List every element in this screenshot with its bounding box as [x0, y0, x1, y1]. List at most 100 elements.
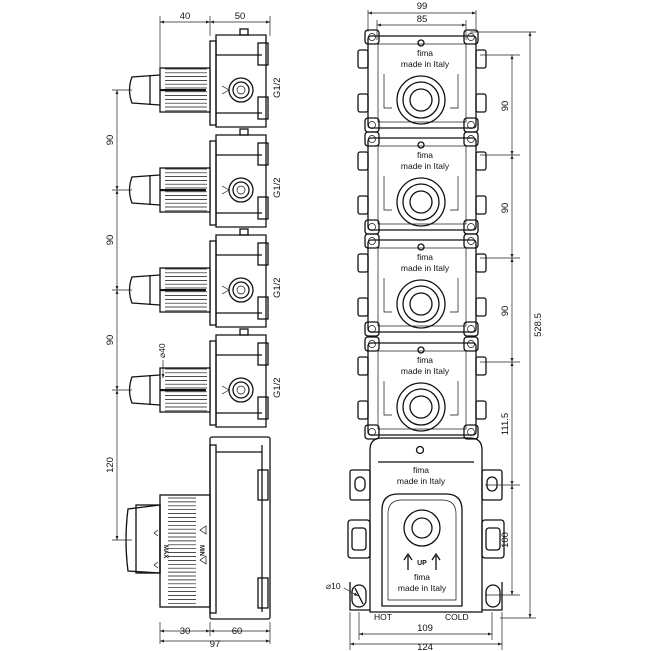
corner-hole [467, 33, 475, 41]
top-hole [417, 243, 425, 251]
connection-outer [396, 75, 446, 125]
made-in-label: made in Italy [401, 263, 450, 273]
corner-ear [463, 321, 479, 337]
side-tab [357, 151, 369, 171]
connection-ring [402, 388, 440, 426]
dim-right-1: 90 [500, 101, 511, 112]
module-plate [367, 35, 477, 129]
connection-outer [396, 279, 446, 329]
side-tab [357, 253, 369, 273]
module-top-pin [239, 128, 249, 136]
module-flange [209, 40, 217, 126]
knob [128, 374, 161, 406]
outlet-core [236, 385, 246, 395]
corner-ear [463, 424, 479, 440]
module-side-tab [257, 342, 269, 366]
module-side-tab [257, 142, 269, 166]
thermostatic-module-side: MAX MIN [125, 436, 271, 620]
bracket [383, 74, 392, 109]
dim-right-5: 100 [500, 532, 511, 548]
corner-hole [467, 325, 475, 333]
thermostatic-module-front: fima made in Italy UP fima [347, 437, 505, 622]
side-tab [357, 356, 369, 376]
dim-left-2: 90 [105, 235, 116, 246]
module-side-tab [257, 242, 269, 266]
connection-inner [409, 190, 433, 214]
dim-top-40: 40 [180, 11, 191, 22]
side-tab [475, 151, 487, 171]
corner-hole [467, 223, 475, 231]
dim-left-1: 90 [105, 135, 116, 146]
side-tab [475, 297, 487, 317]
dim-total-height: 528.5 [533, 313, 544, 337]
corner-ear [364, 131, 380, 147]
outlet-core [236, 285, 246, 295]
side-tab [357, 400, 369, 420]
dim-bottom-60: 60 [232, 626, 243, 637]
top-hole [417, 39, 425, 47]
corner-hole [368, 223, 376, 231]
bracket [450, 74, 459, 109]
dim-bottom-109: 109 [417, 623, 433, 634]
module-flange [209, 240, 217, 326]
side-tab [475, 356, 487, 376]
corner-hole [368, 428, 376, 436]
bracket [383, 381, 392, 416]
dim-left-3: 90 [105, 335, 116, 346]
outlet-core [236, 185, 246, 195]
module-side-tab [257, 42, 269, 66]
top-hole [417, 141, 425, 149]
module-side-tab [257, 196, 269, 220]
dim-top-50: 50 [235, 11, 246, 22]
module-inner [377, 247, 467, 327]
dim-bottom-30: 30 [180, 626, 191, 637]
module-plate [367, 137, 477, 231]
module-side-tab [257, 396, 269, 420]
corner-hole [368, 121, 376, 129]
bracket [450, 176, 459, 211]
top-hole [417, 346, 425, 354]
brand-label: fima [417, 48, 433, 58]
thermo-brand: fima [413, 465, 429, 475]
dim-bottom-124: 124 [417, 642, 433, 651]
connection-outer [396, 177, 446, 227]
bracket [450, 278, 459, 313]
diverter-module-side-1: G1/2 [128, 28, 283, 128]
corner-hole [467, 135, 475, 143]
dim-top-99: 99 [417, 1, 428, 12]
outlet-lug [221, 185, 230, 195]
diverter-module-side-2: G1/2 [128, 128, 283, 228]
diameter-40: ⌀40 [157, 343, 167, 358]
bracket [383, 176, 392, 211]
hot-label: HOT [374, 612, 392, 622]
side-tab [357, 49, 369, 69]
connection-inner [409, 88, 433, 112]
module-inner [377, 350, 467, 430]
side-view: G1/2G1/2G1/2G1/2 MAX MIN 40 5 [105, 11, 283, 650]
corner-hole [368, 325, 376, 333]
dim-left-4: 120 [105, 457, 116, 473]
brand-label: fima [417, 355, 433, 365]
thread-g12: G1/2 [272, 277, 283, 298]
outlet-lug [221, 285, 230, 295]
corner-hole [467, 340, 475, 348]
corner-ear [364, 117, 380, 133]
outlet-inner [232, 281, 250, 299]
thread-g12: G1/2 [272, 77, 283, 98]
dim-top-85: 85 [417, 14, 428, 25]
made-in-label: made in Italy [401, 59, 450, 69]
outlet-inner [232, 181, 250, 199]
module-flange [209, 140, 217, 226]
corner-ear [463, 336, 479, 352]
side-tab [475, 49, 487, 69]
side-tab [475, 253, 487, 273]
module-top-pin [239, 28, 249, 36]
knob [128, 274, 161, 306]
corner-hole [368, 33, 376, 41]
outlet-inner [232, 81, 250, 99]
